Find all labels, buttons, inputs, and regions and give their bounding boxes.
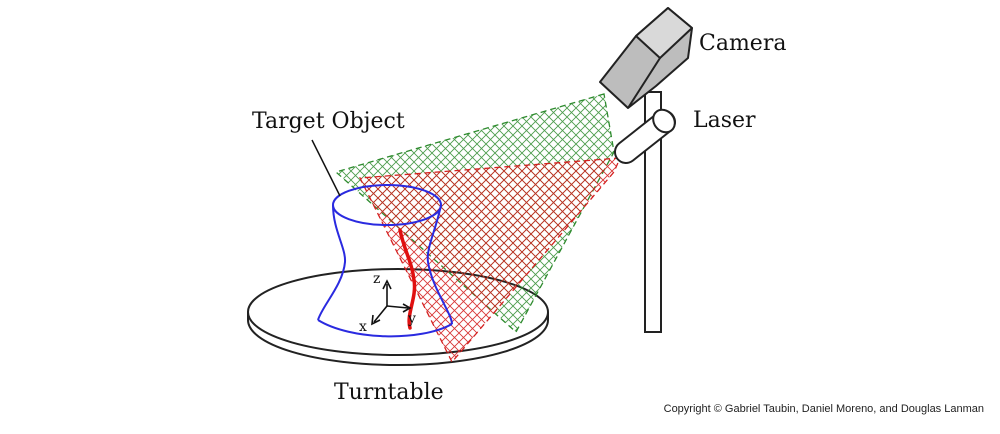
laser-plane <box>358 157 622 364</box>
target-object-leader-line <box>311 139 341 197</box>
stand-pole <box>644 91 662 333</box>
camera-box-icon <box>599 7 693 109</box>
camera-label: Camera <box>699 31 786 56</box>
axis-z-label: z <box>373 271 380 287</box>
copyright-notice: Copyright © Gabriel Taubin, Daniel Moren… <box>663 403 984 415</box>
coordinate-axes <box>371 279 412 326</box>
turntable-label: Turntable <box>334 380 444 405</box>
target-object-label: Target Object <box>252 109 405 134</box>
target-object <box>317 184 453 338</box>
laser-stripe <box>398 228 417 330</box>
axis-x-label: x <box>359 319 367 335</box>
axis-y-label: y <box>407 311 416 327</box>
laser-label: Laser <box>693 108 756 133</box>
laser-cylinder-icon <box>614 108 676 164</box>
